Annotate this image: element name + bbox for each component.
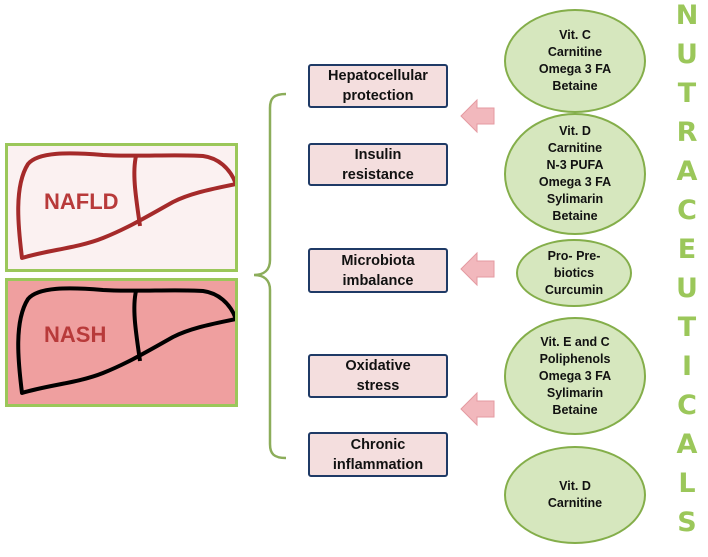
title-letter: S: [677, 507, 697, 538]
chronic-inflammation-box: Chronic inflammation: [308, 432, 448, 477]
nafld-label: NAFLD: [44, 189, 119, 214]
title-letter: U: [676, 273, 698, 304]
nutraceutical-group: Vit. C Carnitine Omega 3 FA Betaine: [504, 9, 646, 113]
brace: [253, 92, 287, 460]
title-letter: C: [677, 195, 697, 226]
nutraceutical-group: Vit. E and C Poliphenols Omega 3 FA Syli…: [504, 317, 646, 435]
insulin-resistance-box: Insulin resistance: [308, 143, 448, 186]
title-letter: E: [677, 234, 697, 265]
title-letter: N: [675, 0, 699, 31]
title-letter: T: [677, 312, 697, 343]
title-letter: A: [676, 156, 698, 187]
nutraceutical-group: Vit. D Carnitine: [504, 446, 646, 544]
nutraceutical-group: Vit. D Carnitine N-3 PUFA Omega 3 FA Syl…: [504, 113, 646, 235]
hepatocellular-protection-box: Hepatocellular protection: [308, 64, 448, 108]
left-arrow-icon: [460, 391, 495, 427]
microbiota-imbalance-box: Microbiota imbalance: [308, 248, 448, 293]
left-arrow-icon: [460, 251, 495, 287]
title-letter: U: [676, 39, 698, 70]
title-letter: L: [678, 468, 696, 499]
title-letter: I: [681, 351, 693, 382]
liver-icon: [16, 286, 235, 395]
nash-label: NASH: [44, 322, 107, 347]
nafld-panel: NAFLD: [5, 143, 238, 272]
oxidative-stress-box: Oxidative stress: [308, 354, 448, 398]
left-arrow-icon: [460, 98, 495, 134]
nash-panel: NASH: [5, 278, 238, 407]
liver-icon: [16, 151, 235, 260]
nutraceutical-group: Pro- Pre- biotics Curcumin: [516, 239, 632, 307]
title-letter: T: [677, 78, 697, 109]
title-letter: R: [676, 117, 698, 148]
title-letter: C: [677, 390, 697, 421]
title-letter: A: [676, 429, 698, 460]
